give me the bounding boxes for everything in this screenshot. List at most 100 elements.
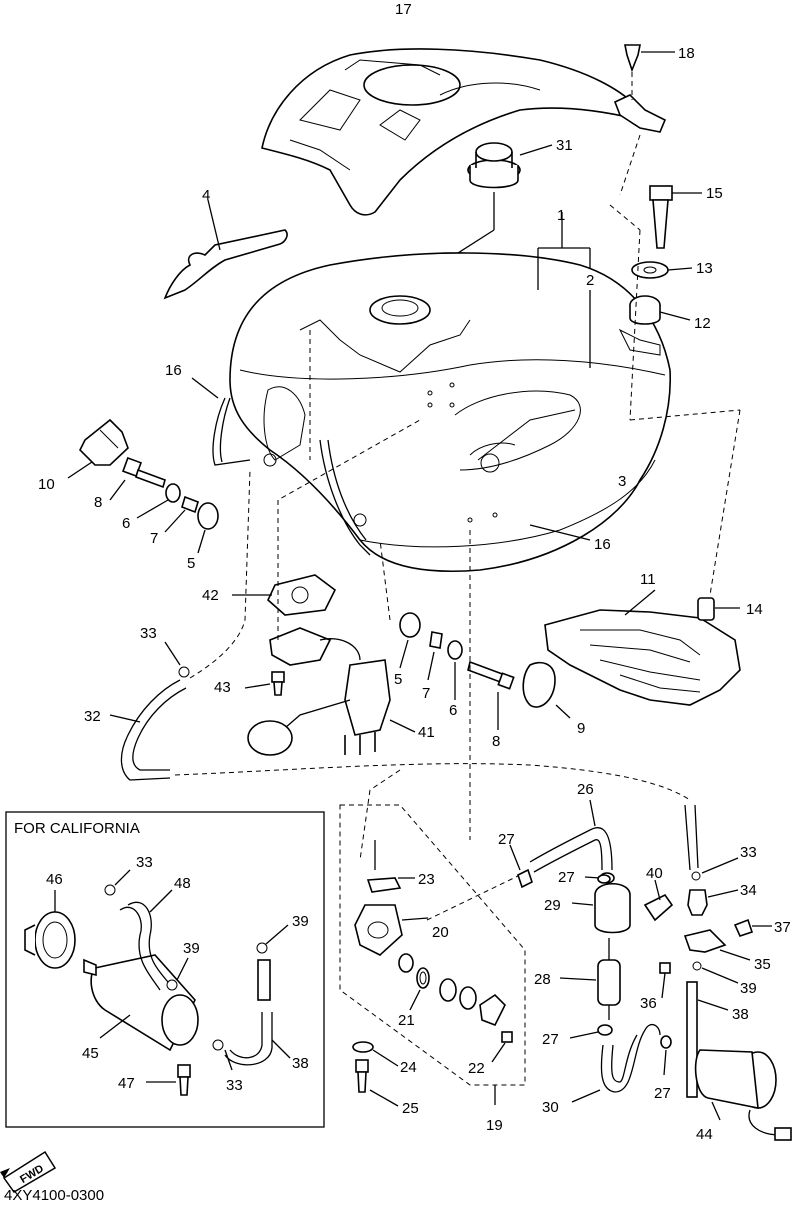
- callout-label: 23: [418, 871, 435, 888]
- hose-part-26: [529, 799, 613, 873]
- callout-label: 19: [486, 1117, 503, 1134]
- fuel-filter-part-46: [24, 890, 76, 969]
- callout-label: 13: [696, 260, 713, 277]
- canister-part-44: [694, 1049, 792, 1141]
- fuel-cock-seals-21: [398, 953, 506, 1027]
- guide-line: [629, 409, 741, 421]
- callout-label: 24: [400, 1059, 417, 1076]
- callout-label: 17: [395, 1, 412, 18]
- gasket-part-42: [232, 574, 337, 616]
- clip-part-39-right: [692, 961, 739, 984]
- callout-label: 6: [122, 515, 130, 532]
- fuel-tank-body: [229, 252, 672, 573]
- callout-label: 25: [402, 1100, 419, 1117]
- bolt-part-43: [244, 671, 285, 696]
- bolt-part-47: [146, 1064, 191, 1096]
- screw-part-22: [491, 1031, 513, 1063]
- callout-label: 8: [94, 494, 102, 511]
- hose-part-33-right: [684, 804, 739, 881]
- joint-part-34: [687, 889, 739, 916]
- callout-label: 43: [214, 679, 231, 696]
- callout-label: 3: [618, 473, 626, 490]
- callout-label: 2: [586, 272, 594, 289]
- callout-label: 7: [150, 530, 158, 547]
- damper-part-12: [629, 295, 691, 325]
- emblem-part-4: [163, 199, 288, 300]
- callout-label: 5: [394, 671, 402, 688]
- right-mount-hardware: [399, 612, 515, 730]
- callout-label: 9: [577, 720, 585, 737]
- callout-label: 16: [165, 362, 182, 379]
- clip-part-37: [733, 918, 772, 937]
- california-inset-frame: [5, 811, 325, 1128]
- assembly-guide-lines: [174, 134, 691, 921]
- callout-label: 32: [84, 708, 101, 725]
- canister-part-45: [83, 954, 199, 1052]
- callout-label: 18: [678, 45, 695, 62]
- callout-label: 1: [557, 207, 565, 224]
- callout-label: 27: [654, 1085, 671, 1102]
- bolt-part-15: [649, 185, 702, 249]
- tank-top-cover: [261, 48, 642, 216]
- clips-part-39-inset: [166, 924, 289, 991]
- callout-label: 48: [174, 875, 191, 892]
- callout-label: 45: [82, 1045, 99, 1062]
- hose-part-38-inset: [224, 959, 291, 1066]
- hose-part-32: [109, 641, 190, 781]
- callout-label: 21: [398, 1012, 415, 1029]
- callout-label: 42: [202, 587, 219, 604]
- clip-part-27-top: [509, 844, 533, 889]
- callout-label: 20: [432, 924, 449, 941]
- clip-part-18: [613, 44, 675, 133]
- callout-label: 37: [774, 919, 791, 936]
- hose-part-16-left: [191, 377, 251, 466]
- callout-label: 26: [577, 781, 594, 798]
- fuel-cock-assembly-box-19: [339, 804, 526, 1105]
- callout-label: 47: [118, 1075, 135, 1092]
- callout-label: 38: [292, 1055, 309, 1072]
- callout-label: 12: [694, 315, 711, 332]
- callout-label: 44: [696, 1126, 713, 1143]
- callout-label: 35: [754, 956, 771, 973]
- collar-part-14: [697, 597, 740, 621]
- callout-label: 33: [226, 1077, 243, 1094]
- grommet-part-9: [522, 661, 571, 719]
- left-mount-hardware: [109, 457, 219, 554]
- fuel-cock-body-part-20: [354, 840, 429, 956]
- guide-line: [629, 229, 641, 421]
- callout-label: 7: [422, 685, 430, 702]
- callout-label: 27: [558, 869, 575, 886]
- callout-label: 41: [418, 724, 435, 741]
- clips-part-33-inset: [104, 869, 233, 1071]
- bolt-part-36: [659, 962, 671, 999]
- guide-line: [709, 409, 741, 596]
- callout-label: 46: [46, 871, 63, 888]
- drawing-code: 4XY4100-0300: [4, 1187, 104, 1204]
- callout-label: 31: [556, 137, 573, 154]
- callout-label: 40: [646, 865, 663, 882]
- bracket-part-35: [683, 929, 751, 961]
- clip-part-27-lower: [569, 874, 672, 1076]
- callout-label: 39: [740, 980, 757, 997]
- guide-line: [609, 204, 641, 231]
- callout-label: 22: [468, 1060, 485, 1077]
- fuel-filter-part-28: [559, 938, 621, 1020]
- fuel-sender-part-41: [247, 627, 416, 756]
- side-cover-part-11: [544, 589, 741, 706]
- callout-label: 11: [640, 571, 656, 588]
- hose-part-38-right: [686, 981, 729, 1098]
- callout-label: 4: [202, 187, 210, 204]
- bracket-part-10: [67, 418, 129, 479]
- callout-label: 5: [187, 555, 195, 572]
- bolt-part-25: [355, 1059, 399, 1107]
- callout-label: 29: [544, 897, 561, 914]
- callout-label: 36: [640, 995, 657, 1012]
- callout-label: 39: [183, 940, 200, 957]
- fitting-part-40: [643, 879, 674, 922]
- washer-part-13: [631, 261, 693, 279]
- callout-label: 33: [140, 625, 157, 642]
- fuel-cap-part-31: [399, 142, 553, 291]
- forward-direction-badge: FWD: [0, 1150, 57, 1193]
- callout-label: 27: [542, 1031, 559, 1048]
